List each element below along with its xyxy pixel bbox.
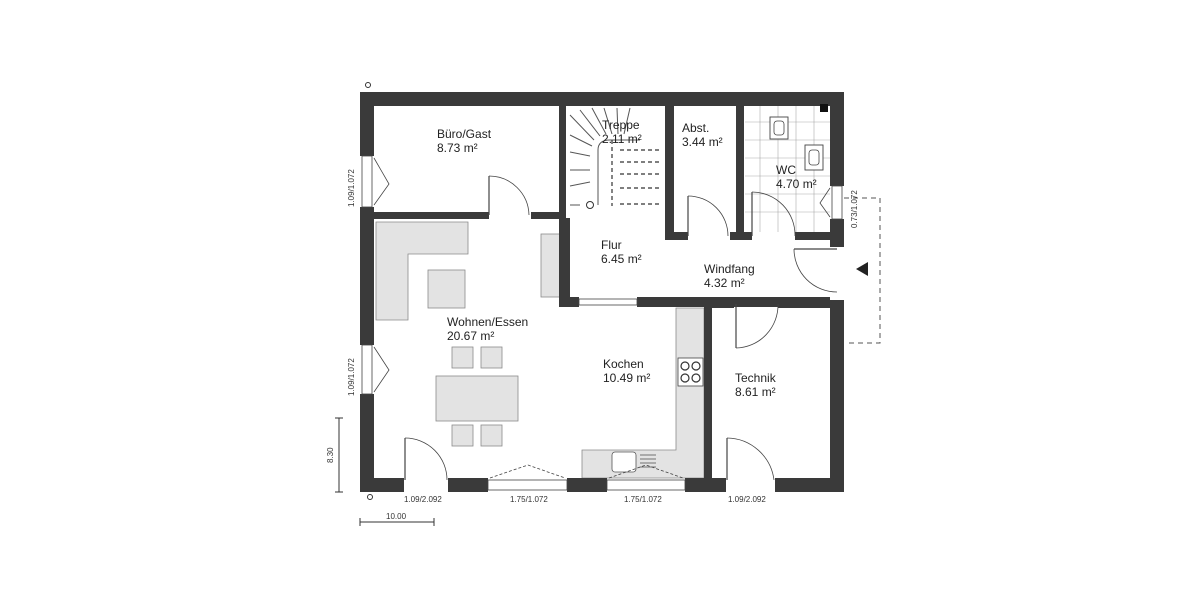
room-area-treppe: 2.11 m² [602, 132, 642, 146]
dining-chair [480, 346, 503, 369]
room-name-wohnen: Wohnen/Essen [447, 315, 528, 329]
exterior-wall-right-b [830, 219, 844, 247]
opening-label-left-lower: 1.09/1.072 [347, 358, 356, 396]
washbasin [804, 144, 824, 171]
sideboard [540, 233, 561, 298]
burner [680, 373, 690, 383]
sink [611, 451, 637, 473]
window-flur [578, 298, 638, 306]
dining-table [435, 375, 519, 422]
dimension-depth: 8.30 [326, 447, 335, 463]
reference-point [367, 494, 373, 500]
dining-chair [451, 346, 474, 369]
window-left-upper [361, 155, 373, 208]
doors [404, 175, 838, 481]
wall-technik-top-b [778, 300, 830, 308]
room-labels: Büro/Gast 8.73 m² Treppe 2.11 m² Abst. 3… [437, 118, 817, 399]
room-name-treppe: Treppe [602, 118, 640, 132]
room-area-flur: 6.45 m² [601, 252, 642, 266]
wall-buero-right [559, 106, 566, 218]
wall-treppe-left [559, 218, 570, 304]
exterior-wall-left-c [360, 394, 374, 492]
room-area-wc: 4.70 m² [776, 177, 817, 191]
room-area-wohnen: 20.67 m² [447, 329, 494, 343]
exterior-wall-top [360, 92, 844, 106]
room-name-technik: Technik [735, 371, 777, 385]
window-left-lower [361, 344, 373, 395]
entrance-canopy-outline [844, 197, 881, 344]
stair-start-marker [586, 201, 594, 209]
entrance-triangle-icon [856, 262, 868, 276]
wall-kitchen-right [704, 307, 712, 492]
opening-label-right-upper: 0.73/1.072 [850, 190, 859, 228]
room-area-abst: 3.44 m² [682, 135, 723, 149]
room-area-technik: 8.61 m² [735, 385, 776, 399]
staircase [569, 107, 660, 209]
opening-label-left-upper: 1.09/1.072 [347, 169, 356, 207]
wall-wc-bottom [795, 232, 830, 240]
room-name-kochen: Kochen [603, 357, 644, 371]
exterior-wall-left-a [360, 92, 374, 156]
window-bottom-3 [606, 479, 686, 491]
exterior-wall-bottom-c [567, 478, 607, 492]
toilet [769, 116, 789, 140]
window-bottom-2 [487, 479, 568, 491]
window-right-upper [831, 185, 843, 220]
toilet-bowl [773, 120, 785, 136]
room-name-flur: Flur [601, 238, 622, 252]
exterior-wall-left-b [360, 207, 374, 345]
burner [680, 361, 690, 371]
exterior-wall-bottom-b [448, 478, 488, 492]
burner [691, 361, 701, 371]
room-area-windfang: 4.32 m² [704, 276, 745, 290]
kitchen-counter [581, 307, 705, 479]
opening-label-bottom-3: 1.75/1.072 [624, 495, 662, 504]
wall-buero-bottom-b [531, 212, 566, 219]
wall-technik-top-a [712, 300, 734, 308]
furniture [375, 106, 830, 479]
sofa [375, 221, 469, 321]
washbasin-bowl [808, 149, 820, 166]
dining-chair [451, 424, 474, 447]
wc-tile-grid [745, 106, 830, 232]
exterior-wall-right-a [830, 92, 844, 186]
room-name-abst: Abst. [682, 121, 709, 135]
room-area-kochen: 10.49 m² [603, 371, 650, 385]
wall-buero-bottom-a [374, 212, 489, 219]
dining-chair [480, 424, 503, 447]
corner-marker [820, 104, 828, 112]
dimension-width: 10.00 [386, 512, 407, 521]
walls [360, 92, 844, 492]
room-name-windfang: Windfang [704, 262, 755, 276]
wall-flur-bottom-a [559, 297, 579, 307]
room-name-wc: WC [776, 163, 796, 177]
burner [691, 373, 701, 383]
opening-label-bottom-2: 1.75/1.072 [510, 495, 548, 504]
exterior-wall-right-c [830, 300, 844, 492]
cooktop [677, 357, 704, 387]
drainboard [640, 454, 656, 468]
opening-label-bottom-4: 1.09/2.092 [728, 495, 766, 504]
wall-treppe-right [665, 106, 674, 240]
reference-point [365, 82, 371, 88]
windows [361, 155, 843, 491]
coffee-table [427, 269, 466, 309]
wall-abst-bottom-a [665, 232, 688, 240]
exterior-wall-bottom-e [775, 478, 844, 492]
dimension-lines [335, 417, 435, 526]
opening-label-bottom-1: 1.09/2.092 [404, 495, 442, 504]
wall-abst-right [736, 106, 744, 240]
room-area-buero: 8.73 m² [437, 141, 478, 155]
opening-labels: 1.09/1.072 1.09/1.072 0.73/1.072 1.09/2.… [347, 169, 859, 504]
room-name-buero: Büro/Gast [437, 127, 492, 141]
